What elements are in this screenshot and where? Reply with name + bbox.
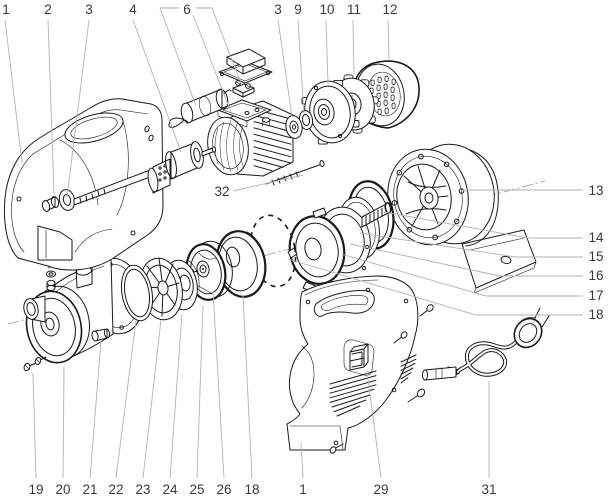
cable-sleeve <box>422 366 457 381</box>
callout-labels: 1 2 3 4 6 3 9 10 11 12 13 14 15 16 17 18… <box>2 2 604 497</box>
callout-9: 9 <box>294 2 302 17</box>
callout-16: 16 <box>588 268 603 283</box>
callout-20: 20 <box>55 482 70 497</box>
callout-2: 2 <box>44 2 52 17</box>
callout-1-top: 1 <box>2 2 10 17</box>
callout-26: 26 <box>216 482 231 497</box>
power-cord <box>422 307 550 381</box>
seal-housing-cover <box>215 230 267 298</box>
terminal-mount-plate <box>217 99 272 122</box>
terminal-block <box>232 80 255 98</box>
callout-18-bottom: 18 <box>244 482 259 497</box>
terminal-box-cover <box>218 48 273 84</box>
leader-lines <box>4 7 583 479</box>
callout-21: 21 <box>82 482 97 497</box>
callout-29: 29 <box>373 482 388 497</box>
rotor <box>147 141 217 194</box>
callout-17: 17 <box>588 288 603 303</box>
callout-13: 13 <box>588 183 603 198</box>
callout-6: 6 <box>183 2 191 17</box>
callout-32: 32 <box>214 184 229 199</box>
body-o-ring <box>120 264 154 322</box>
callout-15: 15 <box>588 249 603 264</box>
seal-housing-plates <box>287 206 371 293</box>
callout-4: 4 <box>129 2 137 17</box>
callout-10: 10 <box>319 2 334 17</box>
callout-19: 19 <box>28 482 43 497</box>
shaft-bushing <box>41 196 60 212</box>
callout-24: 24 <box>162 482 178 497</box>
drain-plug-screw <box>91 328 111 342</box>
motor-stator <box>207 99 294 177</box>
power-plug <box>513 307 550 349</box>
callout-25: 25 <box>189 482 204 497</box>
power-switch <box>349 343 369 371</box>
vent-screws <box>23 356 47 372</box>
callout-3-left: 3 <box>85 2 93 17</box>
shroud-vent-slats <box>329 354 417 417</box>
callout-18-right: 18 <box>588 307 603 322</box>
tie-bolt <box>265 160 325 186</box>
callout-14: 14 <box>588 230 604 245</box>
callout-31: 31 <box>481 482 496 497</box>
callout-1-bottom: 1 <box>299 482 307 497</box>
callout-22: 22 <box>108 482 123 497</box>
motor-end-bell <box>301 79 360 145</box>
callout-11: 11 <box>347 2 361 17</box>
callout-12: 12 <box>382 2 397 17</box>
rear-casing-shell <box>3 98 164 271</box>
shroud-screws <box>329 304 434 454</box>
capacitor <box>168 88 232 128</box>
callout-23: 23 <box>135 482 150 497</box>
pump-bracket <box>387 143 537 294</box>
callout-3-right: 3 <box>274 2 282 17</box>
